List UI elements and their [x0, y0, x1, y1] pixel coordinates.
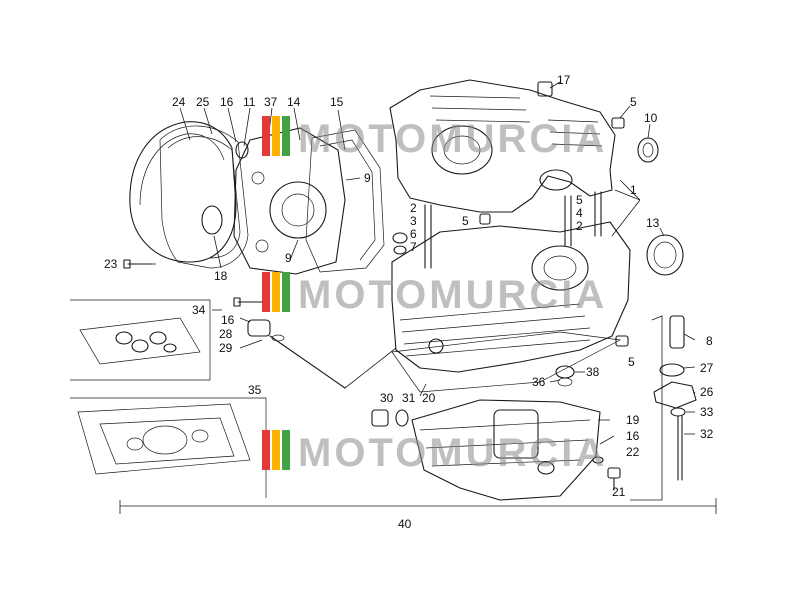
callout-16: 16: [220, 95, 234, 109]
callout-27: 27: [700, 361, 714, 375]
watermark-stripe-amber: [272, 272, 280, 312]
gasket-kit-35-box: [70, 397, 267, 498]
callout-22: 22: [626, 445, 640, 459]
dowel-5-top: [611, 117, 625, 129]
callout-3: 3: [410, 214, 417, 228]
gasket-kit-34-box: [70, 299, 211, 381]
outer-cover: [129, 121, 237, 263]
cover-gasket: [159, 125, 249, 269]
watermark-stripe-red: [262, 430, 270, 470]
callout-18: 18: [214, 269, 228, 283]
watermark-middle: MOTOMURCIA: [262, 272, 607, 317]
watermark-stripe-green: [282, 116, 290, 156]
callout-21: 21: [612, 485, 626, 499]
callout-31: 31: [402, 391, 416, 405]
callout-labels: 24 25 16 11 37 14 15 17 5 10 9 2 3 6 7 5…: [104, 73, 714, 531]
plug-30: [371, 409, 389, 427]
callout-9: 9: [364, 171, 371, 185]
callout-35: 35: [248, 383, 262, 397]
callout-34: 34: [192, 303, 206, 317]
callout-7: 7: [410, 240, 417, 254]
callout-37: 37: [264, 95, 278, 109]
callout-29: 29: [219, 341, 233, 355]
oring-27: [659, 363, 685, 377]
callout-8: 8: [706, 334, 713, 348]
washer-31: [395, 409, 409, 427]
callout-40: 40: [398, 517, 412, 531]
callout-5: 5: [462, 214, 469, 228]
watermark-stripe-red: [262, 272, 270, 312]
callout-28: 28: [219, 327, 233, 341]
watermark-text: MOTOMURCIA: [298, 273, 607, 317]
seal-11: [235, 141, 249, 159]
callout-19: 19: [626, 413, 640, 427]
callout-26: 26: [700, 385, 714, 399]
callout-30: 30: [380, 391, 394, 405]
callout-16: 16: [626, 429, 640, 443]
callout-25: 25: [196, 95, 210, 109]
callout-2: 2: [410, 201, 417, 215]
callout-6: 6: [410, 227, 417, 241]
callout-33: 33: [700, 405, 714, 419]
seal-13: [646, 234, 684, 276]
washer-22: [592, 456, 604, 464]
callout-23: 23: [104, 257, 118, 271]
callout-24: 24: [172, 95, 186, 109]
watermark-stripe-amber: [272, 430, 280, 470]
watermark-stripe-red: [262, 116, 270, 156]
callout-9: 9: [285, 251, 292, 265]
leader-lines: [119, 81, 717, 514]
watermark-top: MOTOMURCIA: [262, 116, 607, 161]
pipe-8: [669, 315, 685, 349]
breather-17: [537, 81, 553, 97]
sump-bolt-21: [607, 467, 621, 491]
watermark-stripe-green: [282, 430, 290, 470]
callout-16: 16: [221, 313, 235, 327]
oil-sump: [411, 399, 601, 501]
watermark-bottom: MOTOMURCIA: [262, 430, 607, 475]
callout-17: 17: [557, 73, 571, 87]
callout-5: 5: [630, 95, 637, 109]
watermark-stripe-amber: [272, 116, 280, 156]
callout-32: 32: [700, 427, 714, 441]
watermark-text: MOTOMURCIA: [298, 431, 607, 475]
callout-38: 38: [586, 365, 600, 379]
watermark-stripe-green: [282, 272, 290, 312]
oil-pan-gasket: [391, 331, 622, 393]
bolt-16: [233, 297, 263, 307]
callout-5: 5: [628, 355, 635, 369]
dipstick-28: [247, 319, 346, 389]
seal-10: [637, 137, 659, 163]
lower-crankcase: [391, 221, 631, 373]
watermark-text: MOTOMURCIA: [298, 117, 607, 161]
studs: [392, 191, 602, 269]
callout-4: 4: [576, 206, 583, 220]
callout-15: 15: [330, 95, 344, 109]
cover-26: [653, 381, 697, 409]
callout-1: 1: [630, 183, 637, 197]
callout-20: 20: [422, 391, 436, 405]
callout-14: 14: [287, 95, 301, 109]
upper-crankcase: [389, 79, 616, 213]
callout-2: 2: [576, 219, 583, 233]
timing-gasket: [305, 129, 385, 273]
callout-36: 36: [532, 375, 546, 389]
bolt-32: [677, 415, 683, 481]
callout-5: 5: [576, 193, 583, 207]
callout-11: 11: [243, 95, 256, 109]
dowel-5-lower: [615, 335, 629, 347]
callout-10: 10: [644, 111, 658, 125]
callout-13: 13: [646, 216, 660, 230]
washer-33: [670, 407, 686, 417]
